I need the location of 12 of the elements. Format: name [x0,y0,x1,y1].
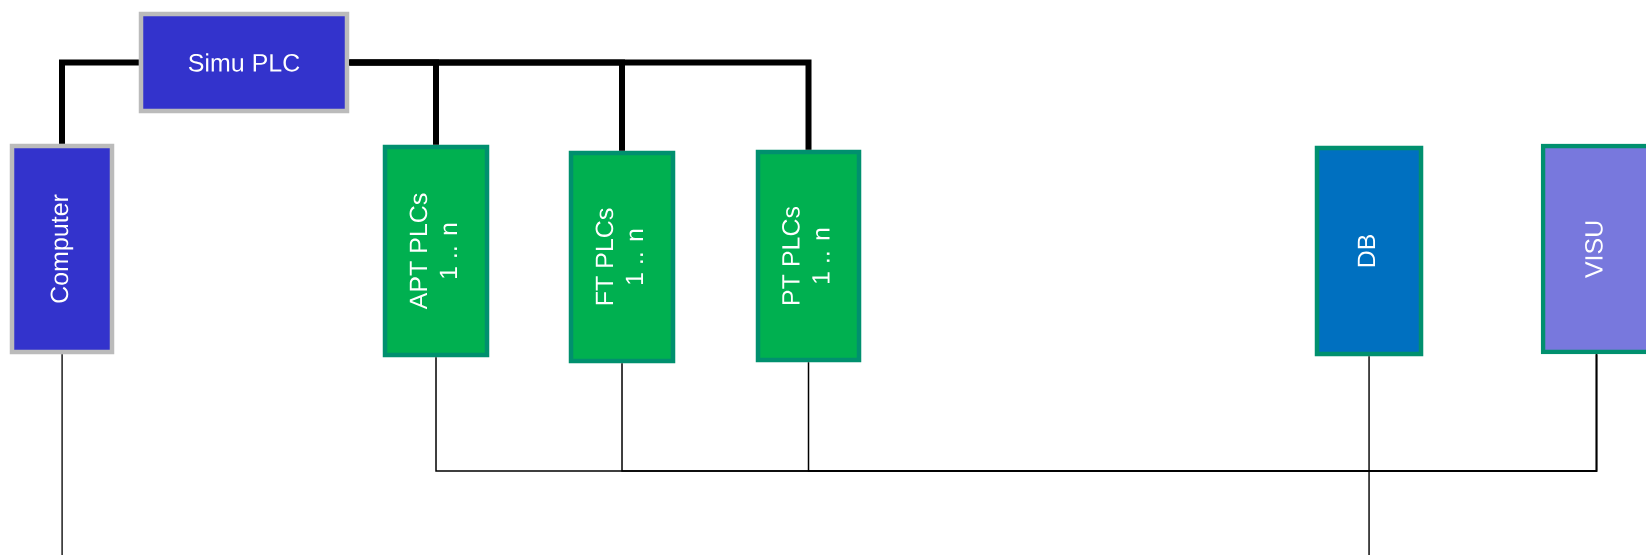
plc-box: APT PLCs 1 .. n [382,144,490,358]
visualization-box: VISU [1540,143,1646,355]
plc-box: PT PLCs 1 .. n [755,149,862,363]
connector-line [349,59,812,150]
cable-line [61,353,63,555]
computer-box: Computer [9,143,115,355]
plc-box: FT PLCs 1 .. n [568,150,676,364]
process-box: Simu PLC [138,11,350,114]
cable-line [807,353,1598,472]
connector-line [59,59,139,144]
database-box: DB [1314,145,1424,357]
cable-line [1368,355,1370,555]
